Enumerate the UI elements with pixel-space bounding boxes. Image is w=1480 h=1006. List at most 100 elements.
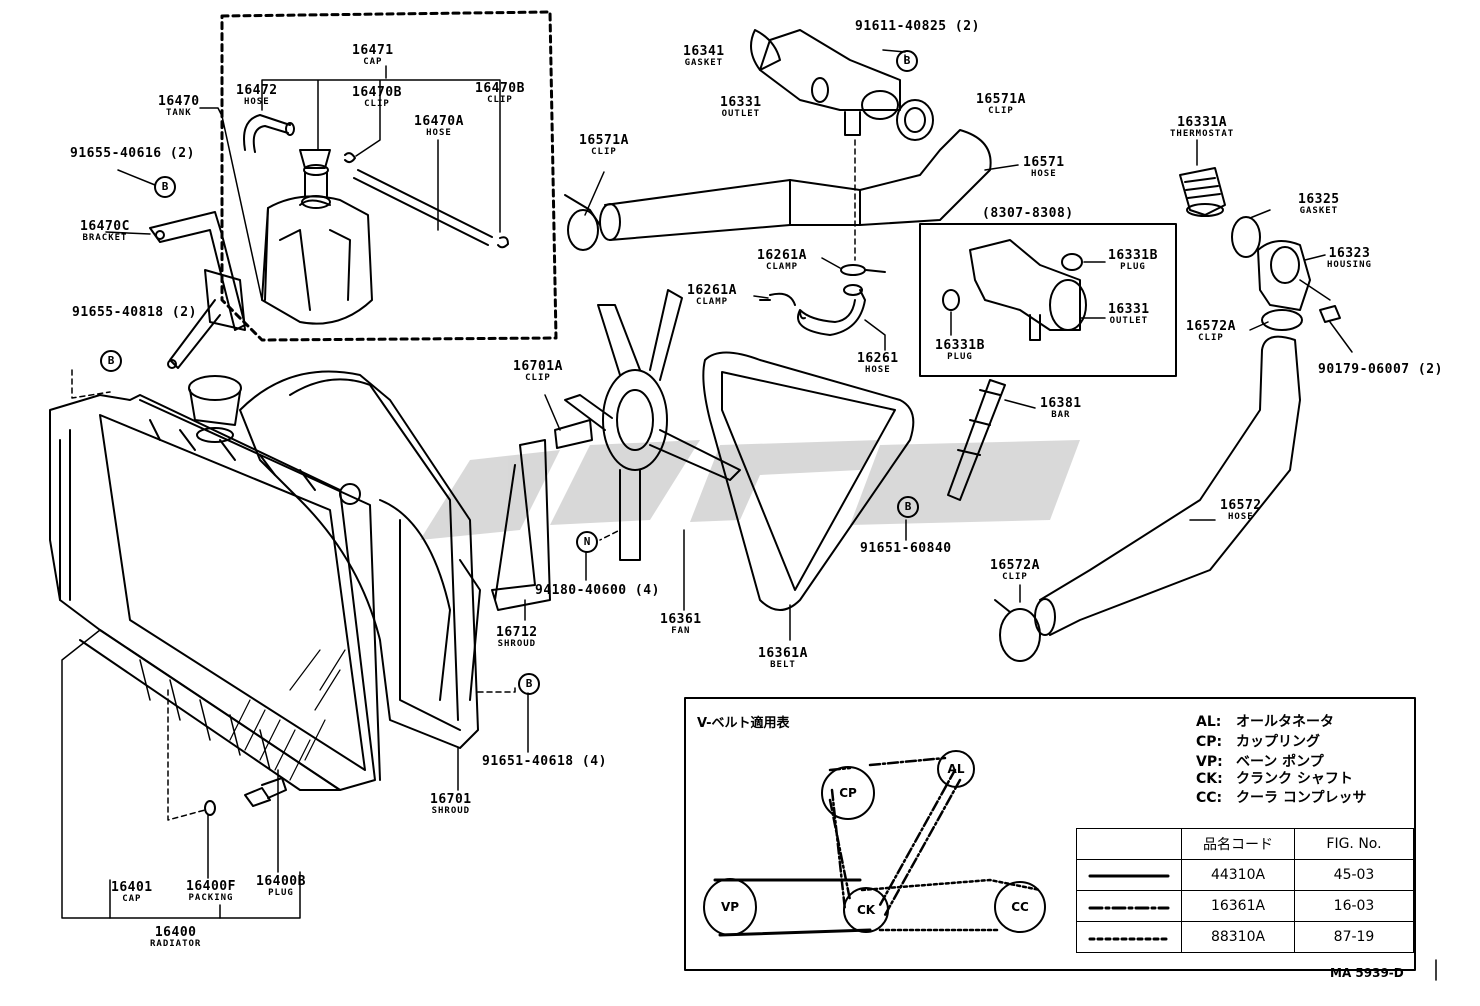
abbr-cc: CC:クーラ コンプレッサ (1196, 790, 1367, 806)
reservoir-tank (261, 149, 373, 325)
legend-box (684, 697, 1416, 971)
water-outlet-16331 (750, 29, 901, 136)
hose-16470A (353, 169, 493, 246)
bar-16381 (947, 379, 1006, 501)
fig-cell: 16-03 (1294, 890, 1414, 922)
table-row: 16361A 16-03 (1076, 890, 1414, 922)
fig-header: FIG. No. (1294, 828, 1414, 860)
fastener-91651-60840: 91651-60840 (860, 541, 952, 556)
inset-range: (8307-8308) (982, 206, 1074, 221)
hose-16572 (1034, 335, 1301, 636)
fig-cell: 45-03 (1294, 859, 1414, 891)
line-sample-dash-dot (1076, 890, 1182, 922)
hose-16571 (599, 129, 1019, 241)
fastener-91655-40818: 91655-40818 (2) (72, 305, 197, 320)
bolt-marker-n: N (576, 531, 598, 553)
pulley-al-label: AL (947, 762, 965, 776)
bolt-marker-b-5: B (518, 673, 540, 695)
shroud-16712 (491, 439, 551, 611)
inset-box (919, 223, 1177, 377)
line-sample-dotted (1076, 921, 1182, 953)
code-cell: 16361A (1181, 890, 1295, 922)
code-cell: 44310A (1181, 859, 1295, 891)
abbr-vp: VP:ベーン ポンプ (1196, 754, 1324, 770)
reservoir-kit-box (220, 10, 558, 342)
table-header-row: 品名コード FIG. No. (1076, 828, 1414, 860)
belt-application-table: 品名コード FIG. No. 44310A 45-03 16361A 16-03… (1076, 828, 1414, 953)
housing-16323 (1257, 240, 1311, 311)
legend-title: V-ベルト適用表 (697, 716, 790, 731)
hose-16472 (243, 114, 291, 153)
fastener-91655-40616: 91655-40616 (2) (70, 146, 195, 161)
fastener-94180-40600: 94180-40600 (4) (535, 583, 660, 598)
code-header: 品名コード (1181, 828, 1295, 860)
drain-plug-16400B (244, 777, 287, 807)
abbr-ck: CK:クランク シャフト (1196, 771, 1353, 787)
clip-16572A-top (1261, 309, 1303, 331)
belt-16361A (702, 351, 915, 611)
line-header-cell (1076, 828, 1182, 860)
fastener-90179-06007: 90179-06007 (2) (1318, 362, 1443, 377)
thermostat-16331A (1179, 167, 1226, 217)
bracket-16470C (149, 211, 246, 369)
abbr-al: AL:オールタネータ (1196, 714, 1334, 730)
fastener-91651-40618: 91651-40618 (4) (482, 754, 607, 769)
pulley-ck-label: CK (856, 903, 876, 917)
bolt-marker-b-2: B (100, 350, 122, 372)
fastener-91611-40825: 91611-40825 (2) (855, 19, 980, 34)
drawing-reference: MA 5939-D (1330, 966, 1404, 980)
abbr-cp: CP:カップリング (1196, 734, 1320, 750)
table-row: 44310A 45-03 (1076, 859, 1414, 891)
table-row: 88310A 87-19 (1076, 921, 1414, 953)
radiator (49, 375, 381, 791)
pulley-cp-label: CP (839, 786, 857, 800)
bolt-marker-b-4: B (897, 496, 919, 518)
bolt-marker-b-1: B (154, 176, 176, 198)
clip-16572A-bottom (994, 599, 1041, 662)
line-sample-solid (1076, 859, 1182, 891)
pulley-vp-label: VP (720, 900, 740, 914)
clip-16571A-left (564, 194, 601, 251)
hose-16261 (797, 289, 866, 336)
code-cell: 88310A (1181, 921, 1295, 953)
bolt-marker-b-3: B (896, 50, 918, 72)
fig-cell: 87-19 (1294, 921, 1414, 953)
gasket-16325 (1231, 216, 1261, 258)
inset-outlet (969, 239, 1087, 341)
watermark (420, 440, 1080, 540)
pulley-cc-label: CC (1011, 900, 1029, 914)
